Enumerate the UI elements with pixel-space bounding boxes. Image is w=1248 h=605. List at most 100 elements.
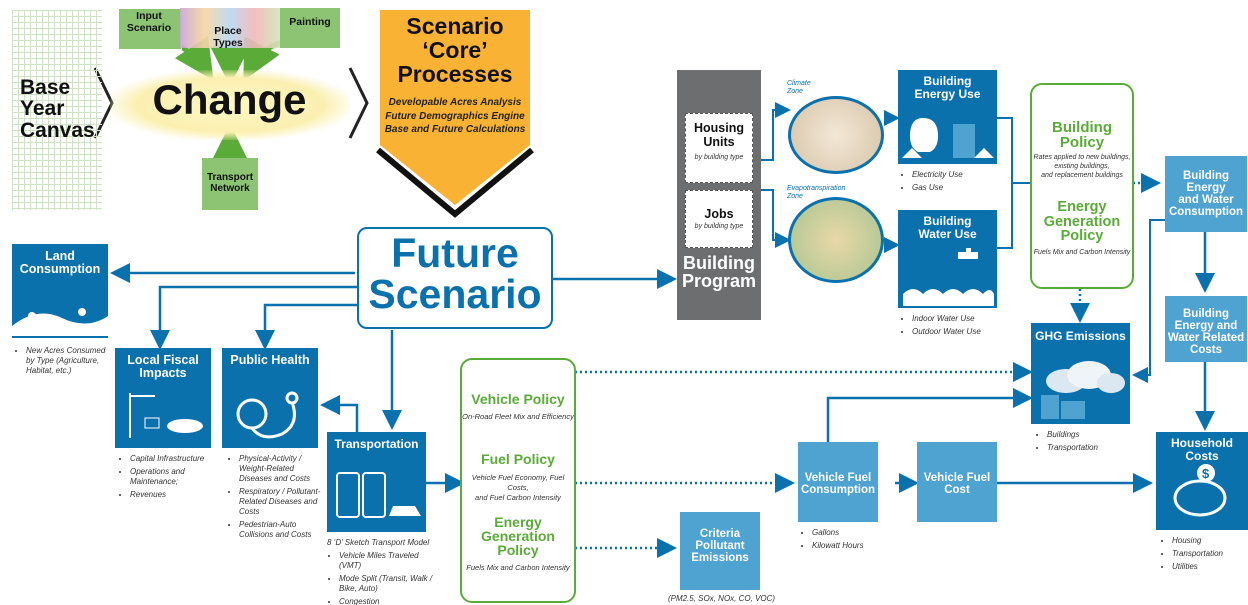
building-energy-box: Building Energy Use: [898, 70, 997, 164]
piggy-bank-icon: $: [1173, 464, 1227, 517]
vp-sub: On-Road Fleet Mix and Efficiency: [462, 412, 574, 421]
list-item: Utilities: [1172, 562, 1248, 572]
criteria-sub: (PM2.5, SOx, NOx, CO, VOC): [667, 594, 776, 603]
vp-title: Vehicle Policy: [471, 391, 565, 407]
future-scenario-box: [357, 227, 553, 329]
criteria-box: Criteria Pollutant Emissions: [680, 512, 760, 590]
vfc-box: Vehicle Fuel Consumption: [798, 442, 878, 522]
list-item: Capital Infrastructure: [130, 454, 216, 464]
list-item: Pedestrian-Auto Collisions and Costs: [239, 520, 327, 540]
arrow-future-to-fiscal: [150, 285, 360, 350]
cloud-factory-icon: [1041, 361, 1125, 419]
fp-sub: Vehicle Fuel Economy, Fuel Costs, and Fu…: [471, 473, 565, 502]
vfcost-title: Vehicle Fuel Cost: [923, 472, 991, 497]
list-item: Operations and Maintenance;: [130, 467, 216, 487]
fiscal-icon: [129, 393, 203, 438]
core-line: Future Demographics Engine: [385, 110, 525, 122]
housing-sub: by building type: [694, 153, 744, 161]
water-notes: Indoor Water Use Outdoor Water Use: [900, 314, 995, 340]
input-scenario-label: Input Scenario: [126, 10, 172, 34]
ghg-box: GHG Emissions: [1031, 323, 1130, 424]
arrow-program-to-climate: [760, 102, 791, 161]
list-item: Gas Use: [912, 183, 995, 193]
list-item: Respiratory / Pollutant-Related Diseases…: [239, 487, 327, 517]
building-policy-sub: Rates applied to new buildings, existing…: [1033, 154, 1131, 180]
vfc-notes: Gallons Kilowatt Hours: [800, 528, 890, 554]
arrow-program-to-evapo: [760, 189, 791, 248]
transport-network-box: [202, 158, 258, 210]
fiscal-title: Local Fiscal Impacts: [127, 353, 199, 381]
list-item: Mode Split (Transit, Walk / Bike, Auto): [339, 574, 437, 594]
base-year-canvas-label: Base Year Canvas: [20, 76, 95, 142]
list-item: Outdoor Water Use: [912, 327, 995, 337]
place-types-swatches: [180, 8, 280, 48]
list-item: Gallons: [812, 528, 890, 538]
list-item: Kilowatt Hours: [812, 541, 890, 551]
faucet-water-icon: [903, 248, 994, 306]
criteria-title: Criteria Pollutant Emissions: [691, 528, 749, 565]
vehicle-policy-panel: [460, 358, 576, 603]
painting-label: Painting: [289, 16, 331, 28]
household-title: Household Costs: [1171, 436, 1233, 463]
core-lines: Developable Acres Analysis Future Demogr…: [380, 96, 530, 137]
arrow-energy-to-policy: [997, 117, 1030, 184]
local-fiscal-box: Local Fiscal Impacts: [115, 348, 211, 448]
jobs-title: Jobs: [704, 207, 734, 221]
chevron-right-icon: [348, 67, 369, 139]
housing-units-card: Housing Units by building type: [685, 113, 753, 183]
eg-sub: Fuels Mix and Carbon Intensity: [466, 563, 570, 572]
eg-title: Energy Generation Policy: [481, 514, 555, 558]
evapo-zone-label: Evapotranspiration Zone: [787, 185, 846, 201]
bus-car-icon: [336, 472, 421, 518]
transport-caption: 8 ‘D’ Sketch Transport Model: [327, 538, 430, 547]
household-costs-box: Household Costs $: [1156, 432, 1248, 530]
transport-notes: 8 ‘D’ Sketch Transport Model Vehicle Mil…: [327, 538, 437, 605]
health-title: Public Health: [230, 353, 310, 367]
change-label: Change: [152, 76, 307, 123]
core-line: Developable Acres Analysis: [388, 97, 522, 108]
energy-notes: Electricity Use Gas Use: [900, 170, 995, 196]
evapo-zone-map: [788, 197, 884, 283]
list-item: Buildings: [1047, 430, 1130, 440]
transportation-box: Transportation: [327, 432, 426, 532]
energy-gen-title: Energy Generation Policy: [1043, 199, 1121, 244]
arrow-vfc-to-ghg: [826, 388, 1033, 442]
base-canvas-grid: [12, 10, 102, 210]
transport-network-label: Transport Network: [206, 172, 254, 194]
consumption-box: Building Energy and Water Consumption: [1165, 156, 1247, 232]
ghg-notes: Buildings Transportation: [1035, 430, 1130, 456]
bulb-icon: [902, 118, 994, 158]
consumption-title: Building Energy and Water Consumption: [1168, 170, 1244, 219]
climate-zone-label: Climate Zone: [787, 80, 811, 96]
building-water-box: Building Water Use: [898, 210, 997, 308]
household-notes: Housing Transportation Utilities: [1160, 536, 1248, 575]
fp-title: Fuel Policy: [481, 451, 555, 467]
vfc-title: Vehicle Fuel Consumption: [800, 472, 876, 497]
list-item: Indoor Water Use: [912, 314, 995, 324]
energy-title: Building Energy Use: [914, 74, 981, 101]
land-icon: [12, 308, 108, 336]
housing-title: Housing Units: [694, 121, 744, 149]
climate-zone-map: [788, 96, 884, 174]
health-notes: Physical-Activity / Weight-Related Disea…: [227, 454, 327, 543]
svg-text:$: $: [1202, 466, 1210, 481]
core-title: Scenario ‘Core’ Processes: [397, 13, 513, 88]
building-policy-title: Building Policy: [1052, 119, 1112, 151]
ghg-title: GHG Emissions: [1035, 329, 1126, 343]
land-consumption-box: Land Consumption: [12, 244, 108, 338]
future-scenario-title: Future Scenario: [368, 230, 542, 317]
painting-box: [280, 8, 340, 48]
stethoscope-icon: [236, 391, 299, 439]
fiscal-notes: Capital Infrastructure Operations and Ma…: [118, 454, 216, 503]
vfcost-box: Vehicle Fuel Cost: [917, 442, 997, 522]
list-item: Housing: [1172, 536, 1248, 546]
land-title: Land Consumption: [19, 249, 101, 277]
building-policy-panel: [1030, 83, 1134, 289]
list-item: Transportation: [1047, 443, 1130, 453]
list-item: Transportation: [1172, 549, 1248, 559]
change-glow: [110, 70, 350, 140]
list-item: Congestion: [339, 597, 437, 605]
list-item: Revenues: [130, 490, 216, 500]
jobs-sub: by building type: [694, 223, 744, 230]
